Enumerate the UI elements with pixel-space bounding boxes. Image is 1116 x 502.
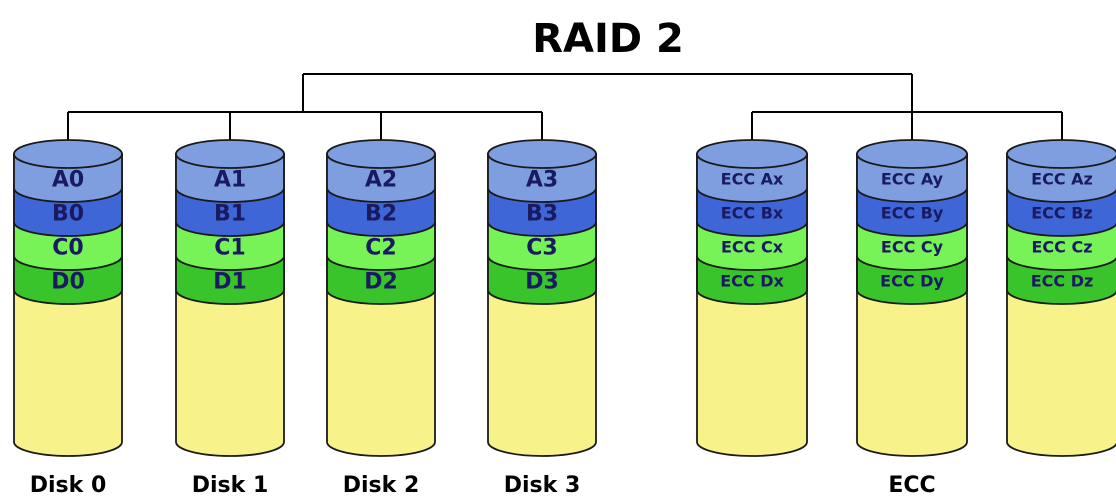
ecc-disk-0-block-label: ECC Bx (721, 203, 784, 222)
data-disk-3-block-label: A3 (526, 167, 558, 192)
data-disk-2-block-label: A2 (365, 167, 397, 192)
data-disk-2-block-label: B2 (365, 201, 397, 226)
data-disk-1-block-label: A1 (214, 167, 246, 192)
data-disk-3-block-label: B3 (526, 201, 558, 226)
data-disk-2-label: Disk 2 (343, 473, 420, 498)
data-disk-0-label: Disk 0 (30, 473, 107, 498)
ecc-disk-1-block-label: ECC By (881, 203, 944, 222)
data-disk-2-block-label: C2 (365, 235, 396, 260)
data-disk-2-top-cap (326, 139, 436, 169)
ecc-disk-2-block-label: ECC Cz (1031, 237, 1092, 256)
ecc-disk-2-block-label: ECC Az (1031, 169, 1093, 188)
ecc-disk-0-block-label: ECC Cx (721, 237, 784, 256)
ecc-disk-0: ECC Ax ECC Bx ECC Cx ECC Dx (696, 139, 808, 457)
data-disk-0-top-cap (13, 139, 123, 169)
ecc-disk-1-block-label: ECC Ay (881, 169, 944, 188)
ecc-disk-2-top-cap (1006, 139, 1116, 169)
ecc-disk-1-block-label: ECC Cy (881, 237, 944, 256)
ecc-disk-0-top-cap (696, 139, 808, 169)
ecc-disk-1: ECC Ay ECC By ECC Cy ECC Dy (856, 139, 968, 457)
data-disk-1-top-cap (175, 139, 285, 169)
data-disk-1-block-label: D1 (213, 269, 247, 294)
data-disk-0-block-label: A0 (52, 167, 84, 192)
ecc-disk-0-block-label: ECC Dx (720, 271, 784, 290)
data-disk-3-block-label: D3 (525, 269, 559, 294)
data-disk-0-block-label: B0 (52, 201, 84, 226)
data-disk-3-top-cap (487, 139, 597, 169)
ecc-disk-0-block-label: ECC Ax (721, 169, 784, 188)
data-disk-1-label: Disk 1 (192, 473, 269, 498)
data-disk-1-block-label: B1 (214, 201, 246, 226)
ecc-group-label: ECC (888, 473, 935, 498)
ecc-disk-2: ECC Az ECC Bz ECC Cz ECC Dz (1006, 139, 1116, 457)
ecc-disk-1-top-cap (856, 139, 968, 169)
ecc-disk-2-block-label: ECC Dz (1031, 271, 1094, 290)
data-disk-3-label: Disk 3 (504, 473, 581, 498)
data-disk-3-block-label: C3 (526, 235, 557, 260)
diagram-title: RAID 2 (532, 16, 684, 62)
connector-lines (67, 73, 1063, 140)
data-disk-0-block-label: C0 (52, 235, 83, 260)
ecc-disk-2-block-label: ECC Bz (1031, 203, 1093, 222)
data-disk-1-block-label: C1 (214, 235, 245, 260)
ecc-disk-1-block-label: ECC Dy (880, 271, 944, 290)
data-disk-0-block-label: D0 (51, 269, 85, 294)
data-disk-2-block-label: D2 (364, 269, 398, 294)
